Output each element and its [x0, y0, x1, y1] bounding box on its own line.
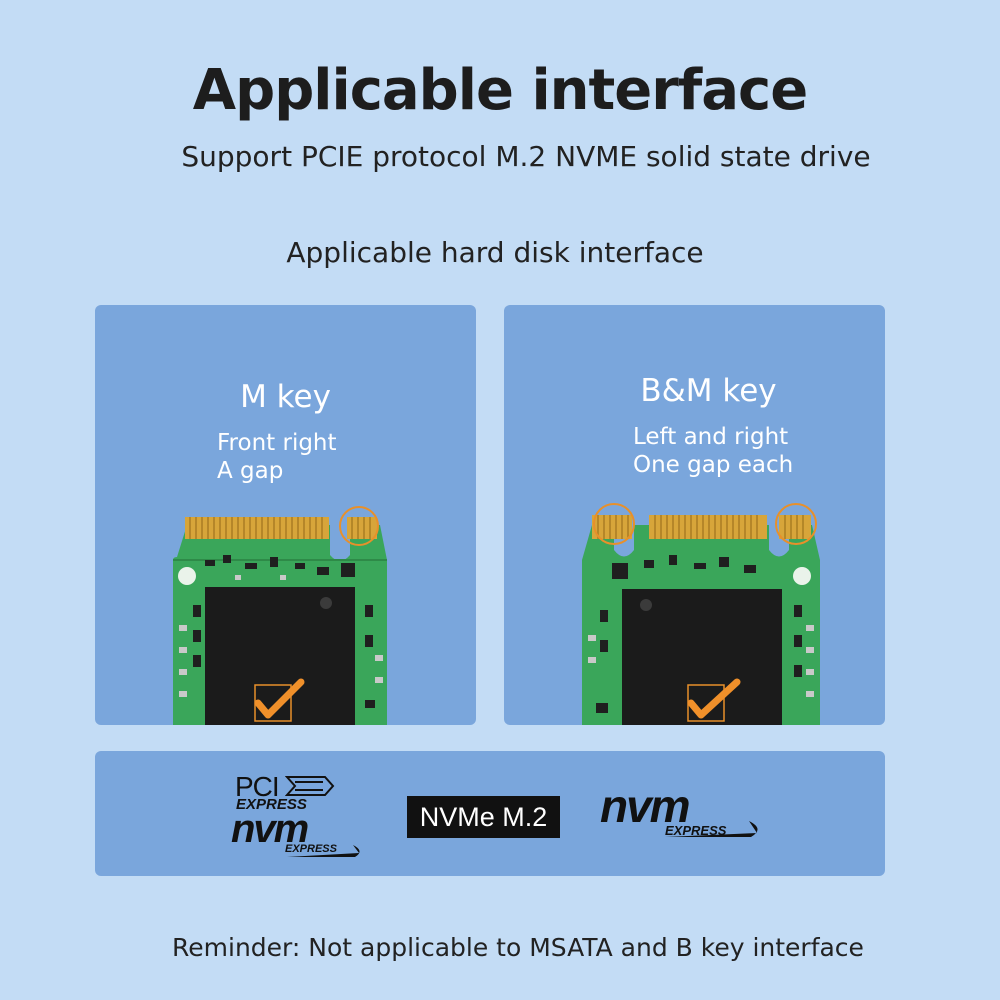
- page-subtitle: Support PCIE protocol M.2 NVME solid sta…: [181, 140, 871, 173]
- reminder-text: Reminder: Not applicable to MSATA and B …: [172, 933, 864, 962]
- card-title: M key: [240, 379, 331, 415]
- nvm-swoosh-icon: [287, 845, 360, 857]
- m-key-ssd-image: [173, 506, 387, 725]
- nvm-express-text: EXPRESS: [665, 823, 727, 838]
- nvm-swoosh-icon: [665, 821, 758, 837]
- pci-express-text: EXPRESS: [236, 796, 307, 813]
- section-label: Applicable hard disk interface: [286, 236, 704, 269]
- m-key-card: M key Front right A gap: [95, 305, 476, 725]
- nvm-logo-text: nvm: [600, 780, 691, 832]
- nvm-logo-text: nvm: [231, 807, 309, 851]
- card-description-line: One gap each: [633, 452, 794, 478]
- bm-key-ssd-image: [582, 503, 820, 725]
- card-description-line: Front right: [217, 430, 337, 456]
- pci-chevron-icon: [285, 776, 335, 796]
- checkmark-icon: [254, 678, 305, 719]
- nvme-m2-badge: NVMe M.2: [407, 796, 560, 838]
- nvm-express-text: EXPRESS: [285, 843, 337, 855]
- page-title: Applicable interface: [192, 58, 808, 123]
- card-description: Front right A gap: [217, 429, 337, 485]
- card-title: B&M key: [640, 373, 777, 409]
- logo-bar: PCI EXPRESS nvm EXPRESS NVMe M.2 nvm EXP…: [95, 751, 885, 876]
- bm-key-card: B&M key Left and right One gap each: [504, 305, 885, 725]
- card-description-line: A gap: [217, 458, 284, 484]
- card-description-line: Left and right: [633, 424, 789, 450]
- pci-logo-text: PCI: [235, 771, 280, 802]
- checkmark-icon: [687, 678, 741, 719]
- card-description: Left and right One gap each: [633, 423, 793, 479]
